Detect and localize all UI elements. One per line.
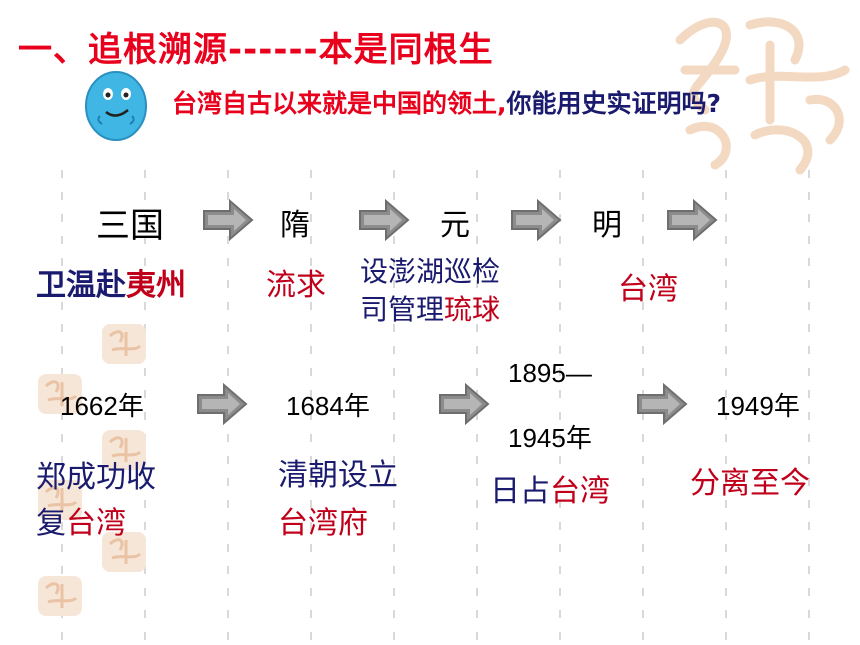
- event-1949: 分离至今: [690, 466, 810, 501]
- event-text: 司管理: [360, 293, 445, 326]
- seal-stamp-icon: [102, 532, 146, 572]
- event-yuan-line1: 设澎湖巡检: [360, 255, 501, 288]
- arrow-right-icon: [511, 198, 562, 242]
- event-1684-line1: 清朝设立: [278, 458, 398, 493]
- arrow-right-icon: [359, 198, 410, 242]
- year-label-end: 1945年: [508, 423, 592, 453]
- seal-stamp-icon: [102, 430, 146, 470]
- seal-watermark-icon: [675, 17, 850, 175]
- event-sanguo: 卫温赴夷州: [36, 266, 186, 306]
- event-sui: 流求: [266, 268, 326, 303]
- seal-stamp-icon: [38, 480, 82, 520]
- arrow-right-icon: [203, 198, 254, 242]
- event-text-highlight: 台湾: [550, 474, 610, 509]
- era-label: 明: [592, 208, 622, 243]
- era-label: 元: [440, 208, 470, 243]
- event-text-highlight: 琉球: [444, 293, 501, 326]
- arrow-right-icon: [439, 382, 490, 426]
- year-label: 1662年: [60, 391, 144, 421]
- year-label: 1684年: [286, 391, 370, 421]
- year-label-start: 1895—: [508, 358, 592, 388]
- question-text: 台湾自古以来就是中国的领土,你能用史实证明吗?: [172, 84, 852, 124]
- event-1662-line2: 复台湾: [36, 504, 126, 544]
- event-text: 日占: [490, 474, 550, 509]
- event-text-highlight: 台湾: [66, 506, 126, 541]
- seal-stamp-icon: [38, 374, 82, 414]
- event-ming: 台湾: [618, 272, 678, 307]
- question-part2: 你能用史实证明吗?: [506, 89, 722, 118]
- mascot-icon: [85, 71, 147, 141]
- event-yuan-line2: 司管理琉球: [360, 290, 500, 330]
- question-part1: 台湾自古以来就是中国的领土,: [172, 89, 507, 118]
- event-1895: 日占台湾: [490, 472, 610, 512]
- era-label: 隋: [280, 208, 310, 243]
- seal-stamp-icon: [38, 576, 82, 616]
- event-text-highlight: 夷州: [126, 268, 186, 303]
- year-label: 1949年: [716, 391, 800, 421]
- event-text: 卫温赴: [36, 268, 126, 303]
- arrow-right-icon: [667, 198, 718, 242]
- event-1684-line2: 台湾府: [278, 506, 368, 541]
- page-title: 一、追根溯源------本是同根生: [18, 30, 494, 70]
- event-1662-line1: 郑成功收: [36, 460, 156, 495]
- event-text: 复: [36, 506, 66, 541]
- arrow-right-icon: [637, 382, 688, 426]
- seal-stamp-icon: [102, 324, 146, 364]
- era-label: 三国: [96, 206, 164, 246]
- arrow-right-icon: [197, 382, 248, 426]
